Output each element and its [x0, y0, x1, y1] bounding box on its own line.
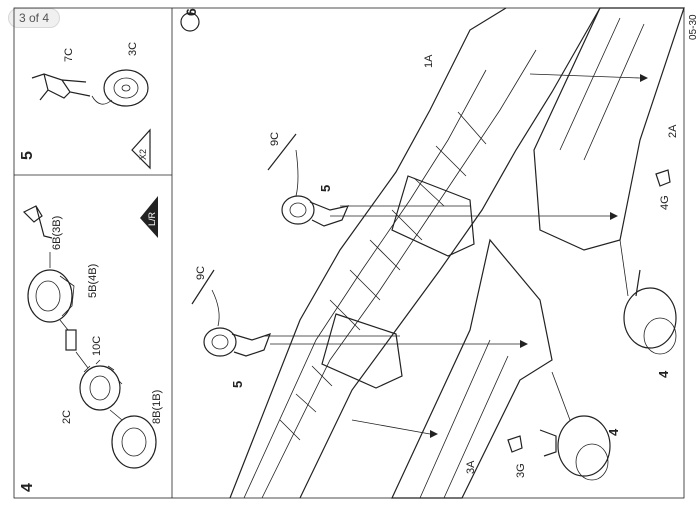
label-5b: 5B(4B) — [87, 264, 99, 298]
part-4g — [655, 169, 671, 187]
flap-2a — [533, 7, 685, 251]
step-ref-4-upper: 4 — [656, 370, 671, 378]
label-7c: 7C — [63, 48, 75, 62]
x2-triangle — [131, 128, 151, 170]
step-number-6: 6 — [183, 8, 199, 16]
quantity-x2: X2 — [138, 149, 148, 160]
cowling-8b — [111, 415, 157, 469]
step-ref-5-upper: 5 — [318, 185, 333, 192]
strut-lower — [231, 333, 272, 357]
label-3c: 3C — [127, 42, 139, 56]
wheel-3c-hub — [113, 77, 139, 99]
gear-leg-9c-lower — [191, 269, 215, 305]
lr-triangle — [140, 196, 158, 238]
engine-2c — [79, 365, 121, 411]
strut-7c — [31, 73, 91, 101]
wheel-upper — [281, 195, 315, 225]
step-4-panel: 4 L/R 6B(3B) 5B(4B) 10C 2C 8B(1B) — [19, 196, 163, 492]
cowl-5b — [27, 269, 73, 323]
label-3a: 3A — [465, 460, 477, 474]
side-marker-lr: L/R — [147, 211, 157, 226]
gear-arrows — [264, 205, 610, 345]
shaft-10c — [65, 329, 77, 351]
label-9c-lower: 9C — [195, 266, 207, 280]
step-number-5: 5 — [19, 151, 36, 160]
label-9c-upper: 9C — [269, 132, 281, 146]
gear-leg-9c-upper — [267, 133, 297, 171]
step-6-panel: 6 2A 3A 1A 4G 3G 9C — [180, 7, 699, 499]
page-counter: 3 of 4 — [8, 8, 61, 28]
strut-upper — [309, 201, 350, 227]
nacelle-outer — [321, 313, 403, 389]
step-5-panel: 5 7C 3C X2 — [19, 42, 151, 170]
label-10c: 10C — [91, 336, 103, 356]
step-number-6-circle — [180, 12, 200, 32]
arrow-7c-3c — [91, 95, 113, 105]
wheel-3c — [103, 69, 149, 107]
wheel-lower — [203, 327, 237, 357]
step-number-4: 4 — [19, 483, 36, 492]
step-ref-5-lower: 5 — [230, 381, 245, 388]
wing-outline — [229, 7, 601, 499]
label-6b: 6B(3B) — [51, 216, 63, 250]
label-8b: 8B(1B) — [151, 390, 163, 424]
label-2a: 2A — [667, 124, 679, 138]
part-3g — [507, 435, 523, 453]
arrow-2a — [529, 73, 641, 79]
arrow-3a — [351, 419, 431, 435]
step-ref-4-lower: 4 — [606, 428, 621, 436]
engine-4-upper — [623, 287, 677, 349]
label-4g: 4G — [659, 195, 671, 210]
sheet-code: 05-30 — [688, 14, 699, 40]
label-2c: 2C — [61, 410, 73, 424]
sheet-border — [13, 7, 685, 499]
exhaust-6b — [22, 205, 53, 239]
nacelle-inner — [391, 175, 475, 257]
label-1a: 1A — [423, 54, 435, 68]
flap-3a — [391, 238, 553, 499]
label-3g: 3G — [515, 463, 527, 478]
